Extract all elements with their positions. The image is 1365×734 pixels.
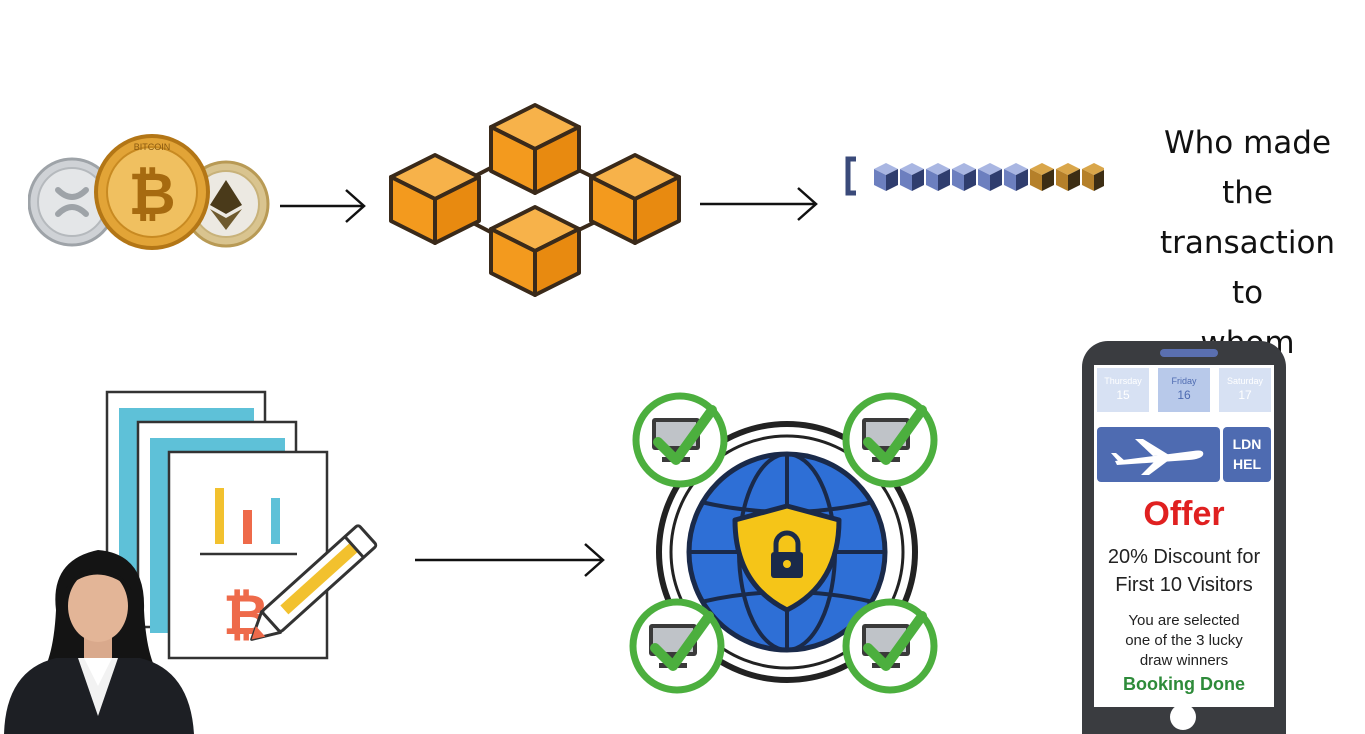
block-chain-icon (842, 155, 1104, 200)
arrow-right-icon (415, 540, 607, 580)
selected-text: You are selected one of the 3 lucky draw… (1125, 612, 1243, 669)
date-option-thursday[interactable]: Thursday 15 (1097, 368, 1149, 412)
chain-block-icon (952, 163, 976, 191)
route-to: HEL (1233, 456, 1261, 472)
offer-title: Offer (1143, 495, 1225, 533)
secure-network-icon (625, 388, 955, 710)
flight-card (1097, 427, 1220, 482)
chain-block-icon (874, 163, 898, 191)
date-option-friday[interactable]: Friday 16 (1158, 368, 1210, 412)
verified-computer-icon (842, 598, 938, 694)
blockchain-network-icon (388, 100, 683, 300)
home-button[interactable] (1170, 704, 1196, 730)
date-option-saturday[interactable]: Saturday 17 (1219, 368, 1271, 412)
flight-route: LDN HEL (1223, 427, 1271, 482)
chain-block-icon (900, 163, 924, 191)
caption-line: transaction to (1159, 225, 1336, 311)
svg-text:₿: ₿ (128, 160, 175, 228)
chain-block-icon (1082, 163, 1104, 191)
pencil-icon (250, 524, 378, 641)
phone-screen: Thursday 15 Friday 16 Saturday 17 LDN HE… (1094, 365, 1274, 707)
chain-block-icon (1030, 163, 1054, 191)
arrow-right-icon (700, 184, 820, 224)
bitcoin-coin-icon: BITCOIN ₿ (94, 134, 210, 250)
chain-block-icon (1004, 163, 1028, 191)
route-from: LDN (1232, 436, 1262, 452)
crypto-coins: BITCOIN ₿ (28, 132, 273, 254)
booking-status: Booking Done (1123, 674, 1245, 694)
phone-mockup: Thursday 15 Friday 16 Saturday 17 LDN HE… (1082, 341, 1286, 734)
phone-speaker (1160, 349, 1218, 357)
presenter-avatar (0, 540, 200, 734)
chain-block-icon (978, 163, 1002, 191)
caption-line: Who made the (1163, 125, 1332, 211)
discount-text: 20% Discount for First 10 Visitors (1107, 546, 1261, 596)
shield-lock-icon (732, 503, 842, 613)
date-selector: Thursday 15 Friday 16 Saturday 17 (1097, 368, 1271, 412)
transaction-caption: Who made the transaction to whom (1140, 118, 1355, 368)
chain-block-icon (926, 163, 950, 191)
verified-computer-icon (629, 598, 725, 694)
arrow-right-icon (280, 186, 370, 226)
documents-icon: ₿ (105, 390, 390, 665)
chain-block-icon (1056, 163, 1080, 191)
verified-computer-icon (842, 392, 938, 488)
svg-text:BITCOIN: BITCOIN (134, 142, 171, 152)
airplane-icon (1111, 439, 1204, 475)
verified-computer-icon (632, 392, 728, 488)
